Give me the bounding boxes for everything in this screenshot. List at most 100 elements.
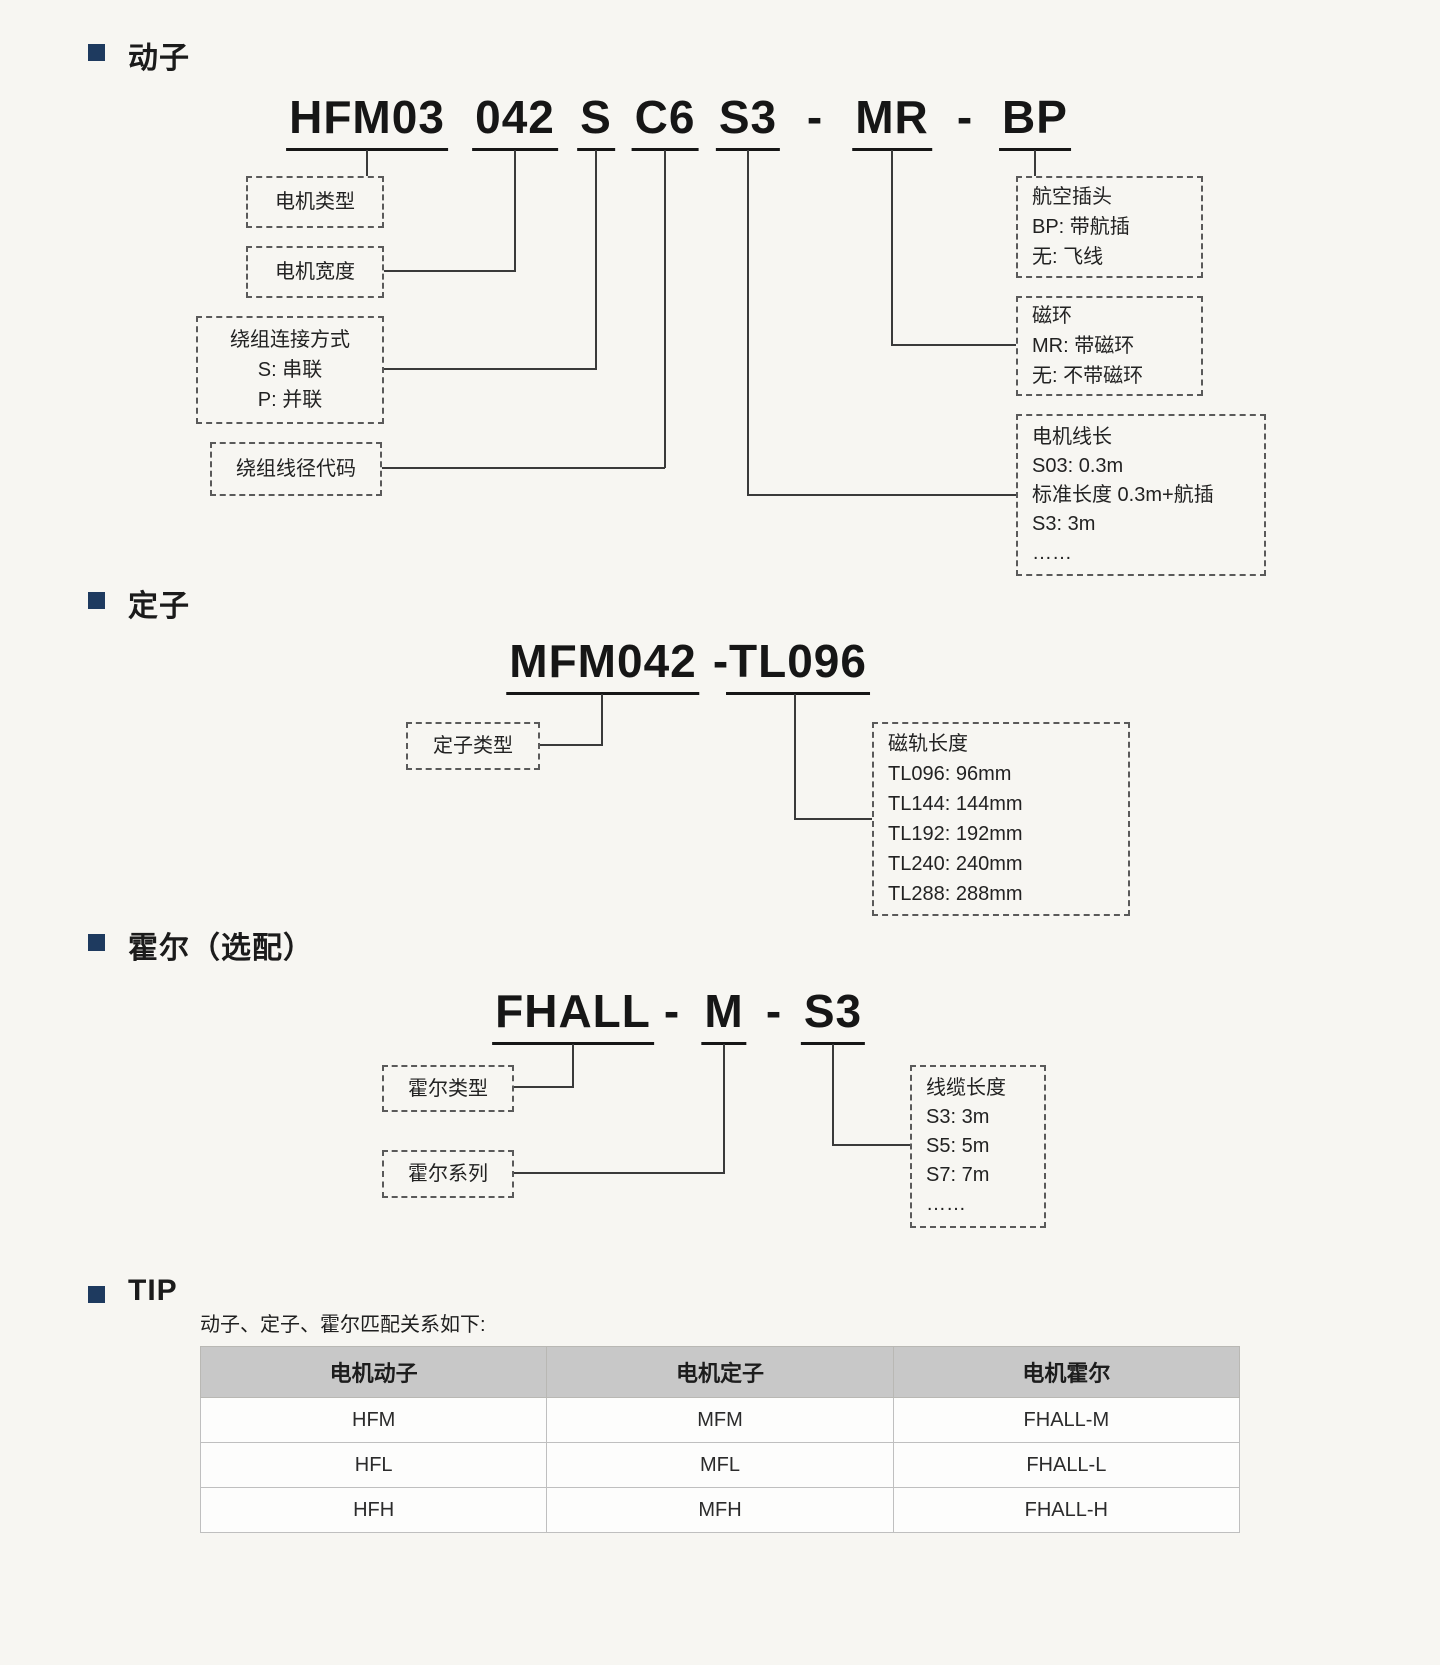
winding-connection-option-p: P: 并联	[257, 389, 323, 411]
match-table: 电机动子 电机定子 电机霍尔 HFM MFM FHALL-M HFL MFL F…	[199, 1346, 1241, 1533]
hall-type-label: 霍尔类型	[408, 1077, 488, 1100]
winding-wire-code-box: 绕组线径代码	[210, 442, 382, 496]
hall-type-box: 霍尔类型	[382, 1065, 514, 1112]
hall-cable-length-s3: S3: 3m	[926, 1106, 990, 1128]
hall-cable-length-more: ……	[926, 1193, 966, 1215]
code-segment-hall-type: FHALL	[492, 985, 654, 1045]
code-segment-hall-cable: S3	[800, 985, 866, 1045]
track-length-tl288: TL288: 288mm	[888, 883, 1023, 905]
magnetic-ring-title: 磁环	[1032, 305, 1072, 327]
section-title-tip: TIP	[128, 1274, 178, 1307]
table-header-row: 电机动子 电机定子 电机霍尔	[199, 1346, 1241, 1398]
connector-line	[540, 744, 603, 746]
code-segment-cable-length: S3	[715, 91, 781, 151]
section-title-stator: 定子	[128, 590, 190, 623]
code-segment-winding-wire: C6	[631, 91, 699, 151]
magnetic-ring-option-none: 无: 不带磁环	[1032, 365, 1144, 387]
connector-line	[794, 818, 872, 820]
section-bullet-tip	[88, 1286, 105, 1303]
connector-line	[384, 270, 515, 272]
table-cell: HFL	[199, 1442, 548, 1488]
table-header-stator: 电机定子	[546, 1346, 894, 1398]
connector-line	[366, 150, 368, 176]
magnetic-ring-option-mr: MR: 带磁环	[1032, 335, 1135, 357]
tip-note: 动子、定子、霍尔匹配关系如下:	[200, 1314, 486, 1336]
connector-line	[832, 1144, 910, 1146]
connector-line	[723, 1044, 725, 1174]
stator-type-box: 定子类型	[406, 722, 540, 770]
code-dash: -	[712, 635, 730, 687]
table-cell: FHALL-M	[892, 1397, 1241, 1443]
code-segment-track-length: TL096	[726, 635, 870, 695]
table-cell: MFL	[546, 1442, 894, 1488]
connector-line	[664, 150, 666, 468]
hall-cable-length-title: 线缆长度	[926, 1077, 1006, 1099]
connector-line	[1034, 150, 1036, 176]
track-length-tl096: TL096: 96mm	[888, 763, 1012, 785]
motor-cable-length-more: ……	[1032, 541, 1072, 564]
connector-line	[514, 150, 516, 272]
winding-connection-box: 绕组连接方式 S: 串联 P: 并联	[196, 316, 384, 424]
connector-line	[891, 344, 1016, 346]
table-row: HFM MFM FHALL-M	[199, 1397, 1241, 1443]
code-dash: -	[806, 91, 824, 143]
connector-line	[747, 494, 1016, 496]
hall-cable-length-box: 线缆长度 S3: 3m S5: 5m S7: 7m ……	[910, 1065, 1046, 1228]
winding-connection-title: 绕组连接方式	[230, 329, 350, 351]
motor-cable-length-title: 电机线长	[1032, 425, 1112, 448]
track-length-box: 磁轨长度 TL096: 96mm TL144: 144mm TL192: 192…	[872, 722, 1130, 916]
section-title-hall: 霍尔（选配）	[128, 932, 314, 965]
connector-line	[514, 1172, 725, 1174]
section-bullet-mover	[88, 44, 105, 61]
table-header-hall: 电机霍尔	[892, 1346, 1241, 1398]
code-segment-winding-connection: S	[577, 91, 615, 151]
code-segment-stator-type: MFM042	[506, 635, 700, 695]
hall-series-label: 霍尔系列	[408, 1163, 488, 1185]
hall-series-box: 霍尔系列	[382, 1150, 514, 1198]
winding-wire-code-label: 绕组线径代码	[236, 458, 356, 480]
section-bullet-hall	[88, 934, 105, 951]
table-cell: FHALL-H	[892, 1487, 1241, 1533]
table-header-mover: 电机动子	[199, 1346, 548, 1398]
code-dash: -	[956, 91, 974, 143]
hall-cable-length-s5: S5: 5m	[926, 1135, 990, 1157]
connector-line	[891, 150, 893, 346]
table-cell: HFH	[199, 1487, 548, 1533]
connector-line	[832, 1044, 834, 1146]
motor-cable-length-s3: S3: 3m	[1032, 512, 1096, 535]
motor-cable-length-s03: S03: 0.3m	[1032, 454, 1124, 477]
connector-line	[382, 467, 665, 469]
connector-line	[572, 1044, 574, 1088]
stator-type-label: 定子类型	[433, 735, 513, 757]
table-row: HFH MFH FHALL-H	[199, 1487, 1241, 1533]
motor-type-label: 电机类型	[275, 191, 355, 213]
connector-line	[595, 150, 597, 370]
connector-line	[601, 694, 603, 746]
code-dash: -	[663, 985, 681, 1037]
motor-cable-length-box: 电机线长 S03: 0.3m 标准长度 0.3m+航插 S3: 3m ……	[1016, 414, 1266, 576]
motor-type-box: 电机类型	[246, 176, 384, 228]
code-segment-motor-width: 042	[472, 91, 558, 151]
hall-cable-length-s7: S7: 7m	[926, 1164, 990, 1186]
track-length-tl144: TL144: 144mm	[888, 793, 1023, 815]
table-row: HFL MFL FHALL-L	[199, 1442, 1241, 1488]
aviation-plug-option-bp: BP: 带航插	[1032, 216, 1130, 238]
aviation-plug-box: 航空插头 BP: 带航插 无: 飞线	[1016, 176, 1203, 278]
magnetic-ring-box: 磁环 MR: 带磁环 无: 不带磁环	[1016, 296, 1203, 396]
motor-width-box: 电机宽度	[246, 246, 384, 298]
connector-line	[794, 694, 796, 820]
aviation-plug-option-none: 无: 飞线	[1032, 246, 1104, 268]
motor-cable-length-standard: 标准长度 0.3m+航插	[1032, 483, 1214, 506]
motor-width-label: 电机宽度	[275, 261, 355, 283]
section-bullet-stator	[88, 592, 105, 609]
connector-line	[384, 368, 596, 370]
table-cell: FHALL-L	[892, 1442, 1241, 1488]
code-segment-plug: BP	[999, 91, 1071, 151]
code-segment-motor-type: HFM03	[286, 91, 448, 151]
code-segment-magnetic-ring: MR	[852, 91, 932, 151]
track-length-tl240: TL240: 240mm	[888, 853, 1023, 875]
track-length-tl192: TL192: 192mm	[888, 823, 1023, 845]
code-segment-hall-series: M	[701, 985, 747, 1045]
connector-line	[747, 150, 749, 496]
